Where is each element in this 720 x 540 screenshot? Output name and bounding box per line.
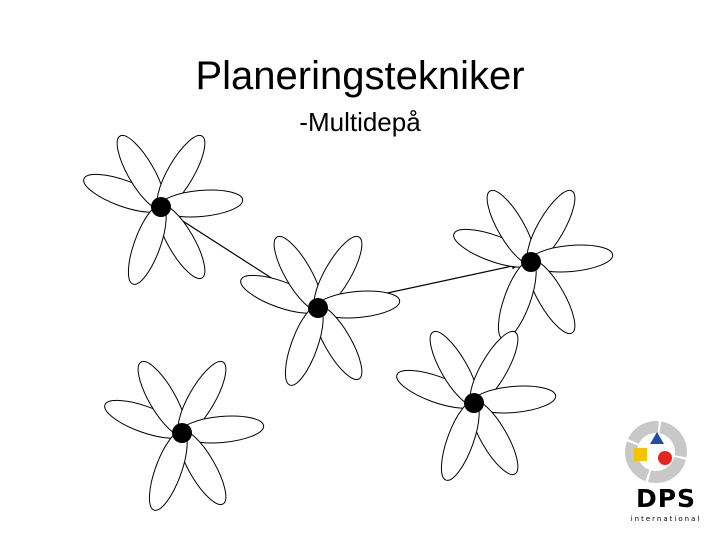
depot-node (464, 393, 484, 413)
slide-subtitle: -Multidepå (299, 107, 421, 137)
depot-cluster (83, 134, 244, 285)
logo-ring-segment (627, 421, 659, 444)
logo-subtext: international (630, 515, 702, 523)
depot-node (308, 298, 328, 318)
depot-cluster (104, 360, 265, 511)
dps-logo: DPS international (620, 418, 712, 528)
logo-ring-segment (659, 421, 687, 458)
depot-node (172, 423, 192, 443)
depot-node (151, 197, 171, 217)
logo-text: DPS (635, 484, 697, 513)
depot-cluster (396, 330, 557, 481)
slide-title: Planeringstekniker (195, 54, 525, 98)
logo-circle-shape (658, 451, 672, 465)
dps-logo-emblem (625, 421, 687, 483)
logo-square-shape (634, 448, 647, 461)
depot-node (521, 252, 541, 272)
logo-ring-segment (625, 441, 650, 482)
depot-cluster (453, 189, 614, 340)
logo-triangle-shape (650, 432, 664, 444)
logo-ring-segment (647, 456, 686, 483)
depot-cluster (240, 235, 401, 386)
